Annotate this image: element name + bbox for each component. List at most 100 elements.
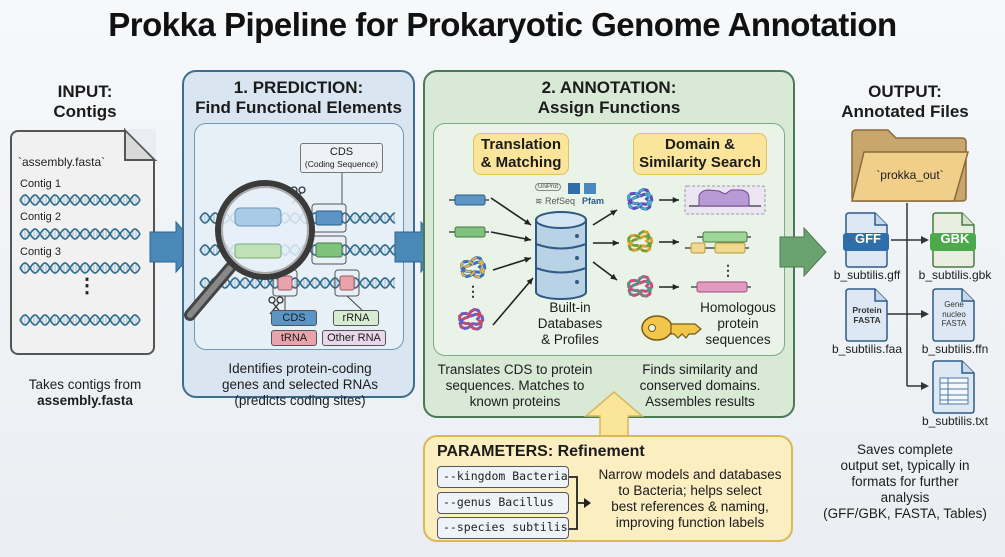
arrow-protein-to-db-1	[492, 256, 532, 271]
diagram-title: Prokka Pipeline for Prokaryotic Genome A…	[108, 6, 897, 43]
gff-file-icon	[843, 212, 889, 268]
annotation-heading-line2: Assign Functions	[537, 98, 681, 117]
cds-callout: CDS (Coding Sequence)	[300, 143, 383, 173]
translation-tag-line2: & Matching	[480, 154, 562, 171]
arrow-db-to-homolog-2	[593, 239, 619, 247]
annotation-graphic: ⋮⋮	[449, 185, 766, 341]
protein-fasta-line1: Protein	[852, 305, 882, 315]
output-desc-line4: analysis	[880, 490, 930, 505]
output-desc-line3: formats for further	[851, 474, 959, 489]
input-heading-line1: INPUT:	[57, 82, 113, 101]
homolog-ellipsis: ⋮	[721, 262, 735, 278]
protein-fasta-line2: FASTA	[853, 315, 881, 325]
gene-fasta-line3: FASTA	[941, 319, 967, 328]
cds-gene-box	[315, 210, 343, 226]
protein-fasta-file-icon	[845, 288, 888, 342]
params-desc-line1: Narrow models and databases	[598, 467, 782, 482]
magnifying-glass-icon	[184, 180, 315, 321]
arrow-annotation-to-output	[779, 226, 827, 278]
gene-fasta-line2: nucleo	[942, 309, 966, 319]
refseq-logo: ≋ RefSeq	[535, 196, 576, 206]
rrna-gene-box	[339, 275, 355, 291]
prediction-heading-line1: 1. PREDICTION:	[233, 78, 364, 97]
prediction-desc-line3: (predicts coding sites)	[234, 393, 366, 408]
folder-icon	[851, 129, 969, 202]
parameters-panel: PARAMETERS: Refinement --kingdom Bacteri…	[423, 435, 793, 542]
legend-rrna: rRNA	[333, 310, 379, 326]
anno-desc-right-2: conserved domains.	[639, 378, 761, 393]
input-desc-line1: Takes contigs from	[28, 377, 142, 392]
trna-gene-box	[277, 275, 293, 291]
prediction-description: Identifies protein-coding genes and sele…	[190, 361, 410, 409]
arrow-cds-to-db-2	[490, 231, 532, 242]
homolog-bar-green	[697, 231, 751, 243]
domain-tag-line2: Similarity Search	[639, 154, 761, 171]
legend-other-rna: Other RNA	[322, 330, 386, 346]
pfam-logo-icon	[584, 183, 596, 194]
anno-desc-right-1: Finds similarity and	[642, 362, 758, 377]
homolog-bar-pink	[691, 281, 751, 293]
protein-fold-1	[460, 255, 487, 279]
gene-frame-green	[311, 235, 347, 265]
anno-desc-left-1: Translates CDS to protein	[437, 362, 593, 377]
uniprot-logo: UniProt	[535, 183, 562, 191]
db-label-line2: Databases	[537, 316, 603, 331]
homolog-fold-3	[627, 274, 654, 298]
protein-ellipsis: ⋮	[466, 283, 480, 299]
domain-similarity-tag: Domain & Similarity Search	[633, 133, 767, 175]
key-icon	[641, 315, 702, 341]
output-folder-name: `prokka_out`	[876, 168, 944, 182]
magnified-green-gene	[234, 243, 282, 259]
parameters-bracket-arrow	[569, 476, 591, 530]
db-label-line3: & Profiles	[541, 332, 599, 347]
output-desc-line1: Saves complete	[856, 442, 954, 457]
gbk-file-name: b_subtilis.gbk	[918, 268, 992, 282]
params-desc-line3: best references & naming,	[611, 499, 769, 514]
gene-fasta-file-icon	[932, 288, 975, 342]
input-cds-green	[449, 226, 489, 238]
protein-fasta-badge: Protein FASTA	[845, 305, 889, 325]
homolog-fold-2	[627, 229, 654, 253]
ffn-file-name: b_subtilis.ffn	[921, 342, 989, 356]
prediction-heading-line2: Find Functional Elements	[195, 98, 402, 117]
protein-fold-2	[458, 307, 485, 331]
translation-matching-tag: Translation & Matching	[473, 133, 569, 175]
domain-profile-peaks	[698, 189, 750, 207]
input-heading-line2: Contigs	[53, 102, 117, 121]
gff-badge: GFF	[855, 231, 881, 246]
arrow-cds-to-db-1	[490, 197, 532, 226]
contig-ellipsis: ⋮	[77, 275, 97, 297]
homolog-line3: sequences	[705, 332, 771, 347]
contig-dna-helix-4	[19, 314, 141, 326]
arrow-fold-to-domain-1	[659, 196, 679, 204]
gbk-file-icon	[930, 212, 976, 268]
domain-tag-line1: Domain &	[664, 136, 735, 153]
homolog-line1: Homologous	[700, 300, 776, 315]
contig-dna-helix-3	[19, 262, 141, 274]
arrow-db-to-homolog-1	[592, 209, 618, 226]
db-label-line1: Built-in	[549, 300, 591, 315]
output-desc-line5: (GFF/GBK, FASTA, Tables)	[823, 506, 987, 521]
tree-arrowhead-ffn	[921, 310, 929, 318]
gene-prediction-graphic	[184, 173, 396, 321]
output-desc-line2: output set, typically in	[840, 458, 970, 473]
cds-callout-title: CDS	[329, 146, 354, 158]
legend-trna: tRNA	[271, 330, 317, 346]
arrow-protein-to-db-2	[492, 277, 534, 326]
refseq-label: RefSeq	[545, 196, 576, 206]
translation-description: Translates CDS to protein sequences. Mat…	[430, 362, 600, 410]
tree-arrowhead-txt	[921, 382, 929, 390]
legend-cds: CDS	[271, 310, 317, 326]
homolog-fold-1	[627, 187, 654, 211]
annotation-heading: 2. ANNOTATION: Assign Functions	[423, 78, 795, 118]
anno-desc-left-2: sequences. Matches to	[445, 378, 585, 393]
homolog-bar-yellow-1	[685, 242, 709, 254]
output-heading-line2: Annotated Files	[841, 102, 969, 121]
input-file-name: `assembly.fasta`	[18, 155, 106, 169]
arrow-fold-to-domain-2	[659, 238, 679, 246]
flag-genus: --genus Bacillus	[437, 492, 569, 514]
contig-dna-helix-2	[19, 228, 141, 240]
dna-helix-group	[19, 194, 141, 326]
flag-kingdom: --kingdom Bacteria	[437, 466, 569, 488]
